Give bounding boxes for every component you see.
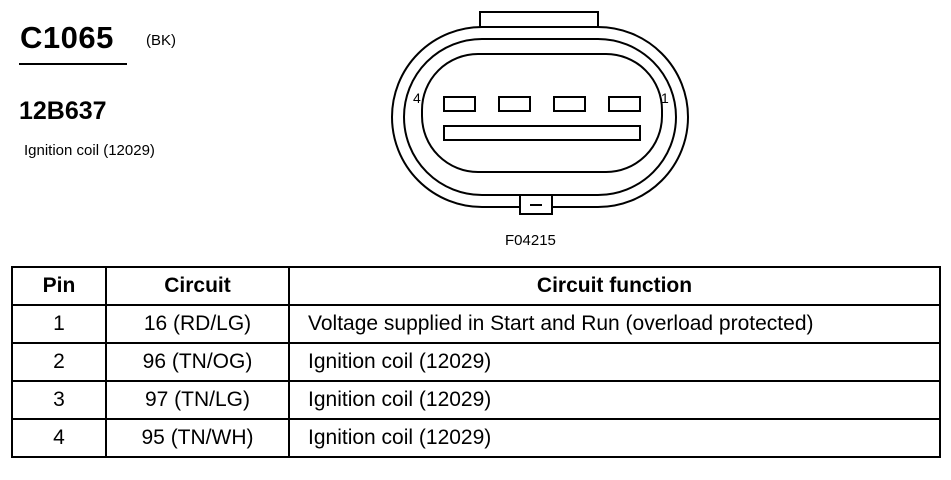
connector-inner-shell — [403, 38, 677, 196]
connector-id-underline — [19, 63, 127, 65]
pinout-table: Pin Circuit Circuit function 1 16 (RD/LG… — [11, 266, 941, 458]
header-circuit-function: Circuit function — [288, 266, 941, 306]
cell-circuit: 95 (TN/WH) — [105, 418, 290, 458]
connector-face — [421, 53, 663, 173]
part-description: Ignition coil (12029) — [24, 142, 155, 159]
pin-cavity-1 — [608, 96, 641, 112]
table-row: 3 97 (TN/LG) Ignition coil (12029) — [11, 380, 941, 420]
figure-id: F04215 — [505, 232, 556, 249]
cell-circuit-function: Ignition coil (12029) — [288, 342, 941, 382]
connector-color-code: (BK) — [146, 32, 176, 49]
cell-pin: 2 — [11, 342, 107, 382]
part-number: 12B637 — [19, 97, 107, 125]
cell-circuit: 97 (TN/LG) — [105, 380, 290, 420]
cell-pin: 1 — [11, 304, 107, 344]
pin-cavity-4 — [443, 96, 476, 112]
pin-cavity-3 — [498, 96, 531, 112]
header-pin: Pin — [11, 266, 107, 306]
cell-circuit: 96 (TN/OG) — [105, 342, 290, 382]
cell-pin: 3 — [11, 380, 107, 420]
connector-face-diagram: 4 1 — [391, 11, 689, 215]
pin-label-right: 1 — [661, 90, 669, 106]
pin-cavity-2 — [553, 96, 586, 112]
cell-circuit-function: Ignition coil (12029) — [288, 418, 941, 458]
header-circuit: Circuit — [105, 266, 290, 306]
cell-circuit: 16 (RD/LG) — [105, 304, 290, 344]
long-slot — [443, 125, 641, 141]
table-header-row: Pin Circuit Circuit function — [11, 266, 941, 306]
pin-label-left: 4 — [413, 90, 421, 106]
cell-circuit-function: Ignition coil (12029) — [288, 380, 941, 420]
table-row: 1 16 (RD/LG) Voltage supplied in Start a… — [11, 304, 941, 344]
cell-circuit-function: Voltage supplied in Start and Run (overl… — [288, 304, 941, 344]
cell-pin: 4 — [11, 418, 107, 458]
connector-id: C1065 — [20, 20, 114, 55]
table-row: 2 96 (TN/OG) Ignition coil (12029) — [11, 342, 941, 382]
table-row: 4 95 (TN/WH) Ignition coil (12029) — [11, 418, 941, 458]
